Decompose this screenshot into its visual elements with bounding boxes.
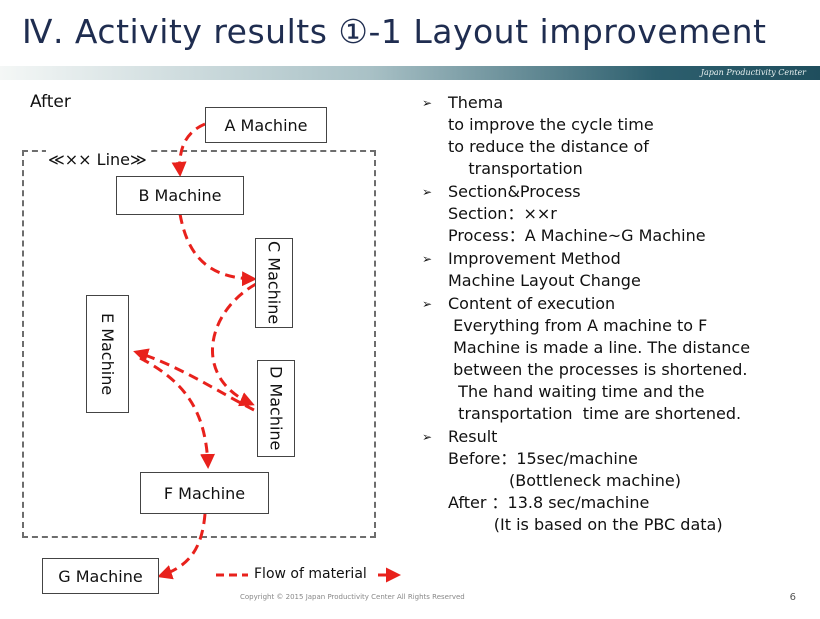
- machine-a: A Machine: [205, 107, 327, 143]
- bullet-result: ➢ Result Before：15sec/machine (Bottlenec…: [420, 426, 750, 536]
- bullet-line: After ：13.8 sec/machine: [448, 493, 650, 512]
- machine-b: B Machine: [116, 176, 244, 215]
- bullet-arrow-icon: ➢: [422, 96, 433, 110]
- machine-e-label: E Machine: [98, 312, 117, 396]
- slide-title: Ⅳ. Activity results ①-1 Layout improveme…: [22, 12, 767, 51]
- line-label: ≪×× Line≫: [46, 150, 149, 169]
- machine-g-label: G Machine: [58, 566, 143, 586]
- machine-c-label: C Machine: [264, 241, 284, 325]
- bullet-line: between the processes is shortened.: [448, 360, 748, 379]
- bullet-line: transportation: [448, 159, 583, 178]
- bullet-improvement-method: ➢ Improvement Method Machine Layout Chan…: [420, 248, 750, 292]
- bullet-arrow-icon: ➢: [422, 185, 433, 199]
- bullet-line: Process：A Machine~G Machine: [448, 226, 706, 245]
- bullet-line: transportation time are shortened.: [448, 404, 742, 423]
- machine-e: E Machine: [86, 295, 129, 413]
- bullet-line: Before：15sec/machine: [448, 449, 638, 468]
- bullet-line: (Bottleneck machine): [448, 471, 682, 490]
- flow-arrow-e-to-f: [139, 356, 216, 469]
- bullet-line: Machine is made a line. The distance: [448, 338, 751, 357]
- flow-arrow-c-to-d: [211, 282, 257, 407]
- bullet-line: Machine Layout Change: [448, 271, 641, 290]
- copyright-footer: Copyright © 2015 Japan Productivity Cent…: [240, 593, 465, 601]
- machine-g: G Machine: [42, 558, 159, 594]
- machine-c: C Machine: [255, 238, 293, 328]
- bullet-line: The hand waiting time and the: [448, 382, 705, 401]
- machine-f-label: F Machine: [163, 483, 246, 503]
- machine-a-label: A Machine: [224, 115, 308, 135]
- bullet-section-process: ➢ Section&Process Section：××r Process：A …: [420, 181, 750, 247]
- machine-f: F Machine: [140, 472, 269, 514]
- bullet-line: to reduce the distance of: [448, 137, 649, 156]
- band-label: Japan Productivity Center: [700, 68, 806, 77]
- bullet-thema: ➢ Thema to improve the cycle time to red…: [420, 92, 750, 180]
- bullet-title: Improvement Method: [448, 249, 621, 268]
- flow-arrow-d-to-e: [133, 348, 255, 412]
- machine-b-label: B Machine: [138, 186, 222, 205]
- page-number: 6: [789, 592, 796, 603]
- machine-d: D Machine: [257, 360, 295, 457]
- flow-arrow-b-to-c: [178, 213, 257, 287]
- machine-d-label: D Machine: [266, 366, 286, 451]
- bullet-line: Section：××r: [448, 204, 557, 223]
- bullet-line: Everything from A machine to F: [448, 316, 708, 335]
- legend-label: Flow of material: [254, 566, 367, 582]
- bullet-arrow-icon: ➢: [422, 430, 433, 444]
- bullet-title: Section&Process: [448, 182, 581, 201]
- header-band: Japan Productivity Center: [0, 66, 820, 80]
- after-label: After: [30, 92, 71, 112]
- bullet-title: Thema: [448, 93, 504, 112]
- bullet-arrow-icon: ➢: [422, 297, 433, 311]
- bullet-list: ➢ Thema to improve the cycle time to red…: [420, 92, 750, 537]
- bullet-arrow-icon: ➢: [422, 252, 433, 266]
- bullet-line: to improve the cycle time: [448, 115, 654, 134]
- flow-arrow-a-to-b: [171, 122, 206, 177]
- bullet-title: Content of execution: [448, 294, 616, 313]
- bullet-title: Result: [448, 427, 498, 446]
- bullet-line: (It is based on the PBC data): [448, 515, 723, 534]
- flow-arrow-f-to-g: [157, 513, 207, 580]
- bullet-content-of-execution: ➢ Content of execution Everything from A…: [420, 293, 750, 425]
- production-line-boundary: [22, 150, 376, 538]
